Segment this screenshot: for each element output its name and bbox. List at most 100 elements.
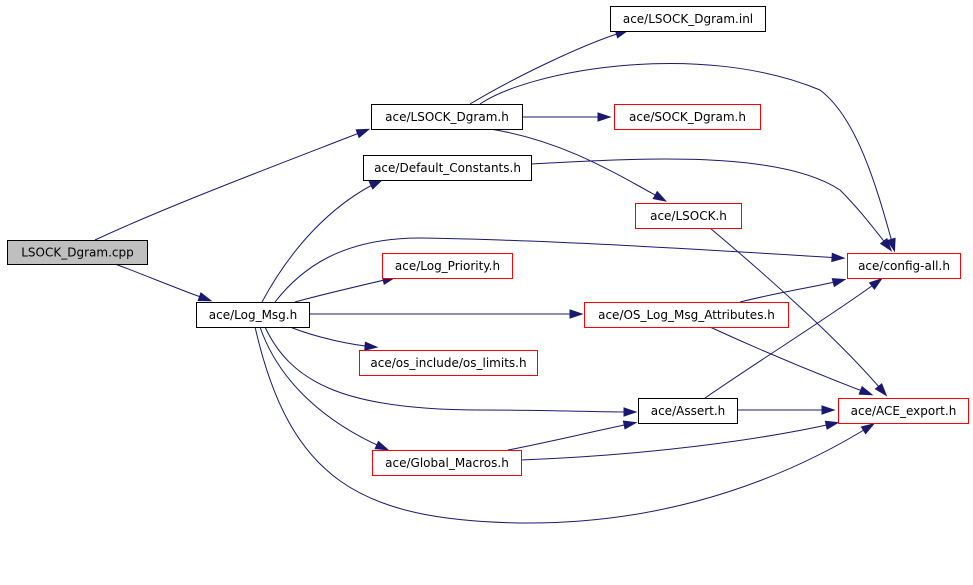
node-os-log-msg-attributes-h[interactable]: ace/OS_Log_Msg_Attributes.h: [584, 302, 789, 328]
edge-line: [294, 277, 394, 303]
node-label: ace/Global_Macros.h: [385, 456, 509, 470]
edge-log_msg_h-to-log_priority_h: [294, 275, 397, 303]
arrowhead-icon: [623, 407, 638, 417]
node-box: [382, 253, 513, 279]
edge-assert_h-to-config_all_h: [704, 277, 883, 399]
node-box: [363, 155, 532, 181]
arrowhead-icon: [197, 292, 213, 302]
edge-line: [94, 129, 368, 241]
edge-line: [709, 227, 886, 395]
arrowhead-icon: [622, 420, 638, 430]
node-box: [635, 203, 742, 229]
node-label: ace/ACE_export.h: [851, 404, 957, 418]
node-label: LSOCK_Dgram.cpp: [21, 246, 133, 260]
node-box: [614, 104, 761, 130]
edge-line: [520, 422, 837, 461]
arrowhead-icon: [374, 440, 390, 451]
edge-log_msg_h-to-ace_export_h: [254, 326, 876, 524]
node-global-macros-h[interactable]: ace/Global_Macros.h: [372, 450, 522, 476]
edge-global_macros_h-to-ace_export_h: [520, 420, 840, 461]
edge-log_msg_h-to-default_constants_h: [261, 179, 384, 303]
arrowhead-icon: [858, 385, 874, 396]
edge-os_log_msg_attributes_h-to-config_all_h: [739, 278, 847, 303]
node-config-all-h[interactable]: ace/config-all.h: [847, 253, 961, 279]
node-default-constants-h[interactable]: ace/Default_Constants.h: [363, 155, 532, 181]
arrowhead-icon: [355, 128, 371, 139]
edge-line: [704, 279, 881, 399]
arrowhead-icon: [364, 341, 379, 351]
edge-log_msg_h-to-os_log_msg_attributes_h: [309, 309, 584, 319]
node-label: ace/os_include/os_limits.h: [370, 356, 526, 370]
node-label: ace/config-all.h: [858, 259, 950, 273]
edge-line: [469, 30, 627, 105]
arrowhead-icon: [860, 423, 876, 435]
node-lsock-dgram-inl[interactable]: ace/LSOCK_Dgram.inl: [610, 6, 766, 32]
arrowhead-icon: [821, 405, 836, 415]
nodes-layer: LSOCK_Dgram.cpp ace/LSOCK_Dgram.inl ace/LS…: [7, 6, 969, 476]
edge-line: [489, 128, 665, 201]
arrowhead-icon: [652, 190, 668, 202]
edge-log_msg_h-to-assert_h: [264, 326, 638, 417]
node-ace-export-h[interactable]: ace/ACE_export.h: [838, 398, 969, 424]
edge-line: [259, 326, 387, 450]
node-box: [584, 302, 789, 328]
node-box: [372, 450, 522, 476]
node-box: [610, 6, 766, 32]
edges-layer: [94, 29, 896, 524]
arrowhead-icon: [831, 278, 847, 288]
edge-lsock_dgram_h-to-config_all_h: [479, 63, 896, 253]
node-label: ace/OS_Log_Msg_Attributes.h: [598, 308, 775, 322]
node-os-limits-h[interactable]: ace/os_include/os_limits.h: [359, 350, 538, 376]
edge-line: [274, 237, 843, 303]
arrowhead-icon: [868, 277, 883, 291]
edge-log_msg_h-to-os_limits_h: [289, 326, 379, 351]
edge-line: [254, 326, 873, 524]
edge-line: [507, 422, 635, 451]
edge-line: [479, 63, 895, 250]
node-box: [838, 398, 969, 424]
edge-root-to-lsock_dgram_h: [94, 128, 371, 241]
node-label: ace/Default_Constants.h: [374, 161, 521, 175]
edge-line: [261, 180, 381, 303]
edge-root-to-log_msg_h: [114, 263, 213, 302]
node-label: ace/SOCK_Dgram.h: [629, 110, 746, 124]
edge-line: [289, 326, 376, 348]
arrowhead-icon: [824, 420, 840, 430]
node-label: ace/Assert.h: [651, 404, 726, 418]
edge-line: [114, 263, 210, 301]
node-lsock-dgram-h[interactable]: ace/LSOCK_Dgram.h: [371, 104, 523, 130]
edge-global_macros_h-to-assert_h: [507, 420, 638, 451]
arrowhead-icon: [886, 237, 896, 253]
arrowhead-icon: [831, 252, 846, 263]
node-label: ace/Log_Msg.h: [209, 308, 297, 322]
edge-default_constants_h-to-config_all_h: [530, 158, 893, 252]
node-label: ace/Log_Priority.h: [395, 259, 500, 273]
node-root: LSOCK_Dgram.cpp: [7, 240, 148, 265]
edge-assert_h-to-ace_export_h: [737, 405, 836, 415]
node-label: ace/LSOCK_Dgram.h: [385, 110, 509, 124]
node-box: [359, 350, 538, 376]
arrowhead-icon: [879, 237, 893, 252]
arrowhead-icon: [368, 179, 384, 190]
edge-lsock_dgram_h-to-lsock_h: [489, 128, 668, 202]
node-sock-dgram-h[interactable]: ace/SOCK_Dgram.h: [614, 104, 761, 130]
edge-line: [530, 158, 891, 250]
arrowhead-icon: [874, 382, 888, 397]
node-box: [7, 240, 148, 265]
arrowhead-icon: [569, 309, 584, 319]
edge-log_msg_h-to-global_macros_h: [259, 326, 390, 451]
edge-lsock_h-to-ace_export_h: [709, 227, 888, 397]
node-label: ace/LSOCK.h: [650, 209, 727, 223]
node-box: [638, 398, 738, 424]
edge-line: [709, 326, 871, 395]
node-label: ace/LSOCK_Dgram.inl: [623, 12, 753, 26]
edge-os_log_msg_attributes_h-to-ace_export_h: [709, 326, 874, 396]
node-assert-h[interactable]: ace/Assert.h: [638, 398, 738, 424]
node-box: [371, 104, 523, 130]
node-log-msg-h[interactable]: ace/Log_Msg.h: [196, 302, 310, 328]
node-log-priority-h[interactable]: ace/Log_Priority.h: [382, 253, 513, 279]
node-lsock-h[interactable]: ace/LSOCK.h: [635, 203, 742, 229]
edge-line: [264, 326, 635, 413]
node-box: [196, 302, 310, 328]
